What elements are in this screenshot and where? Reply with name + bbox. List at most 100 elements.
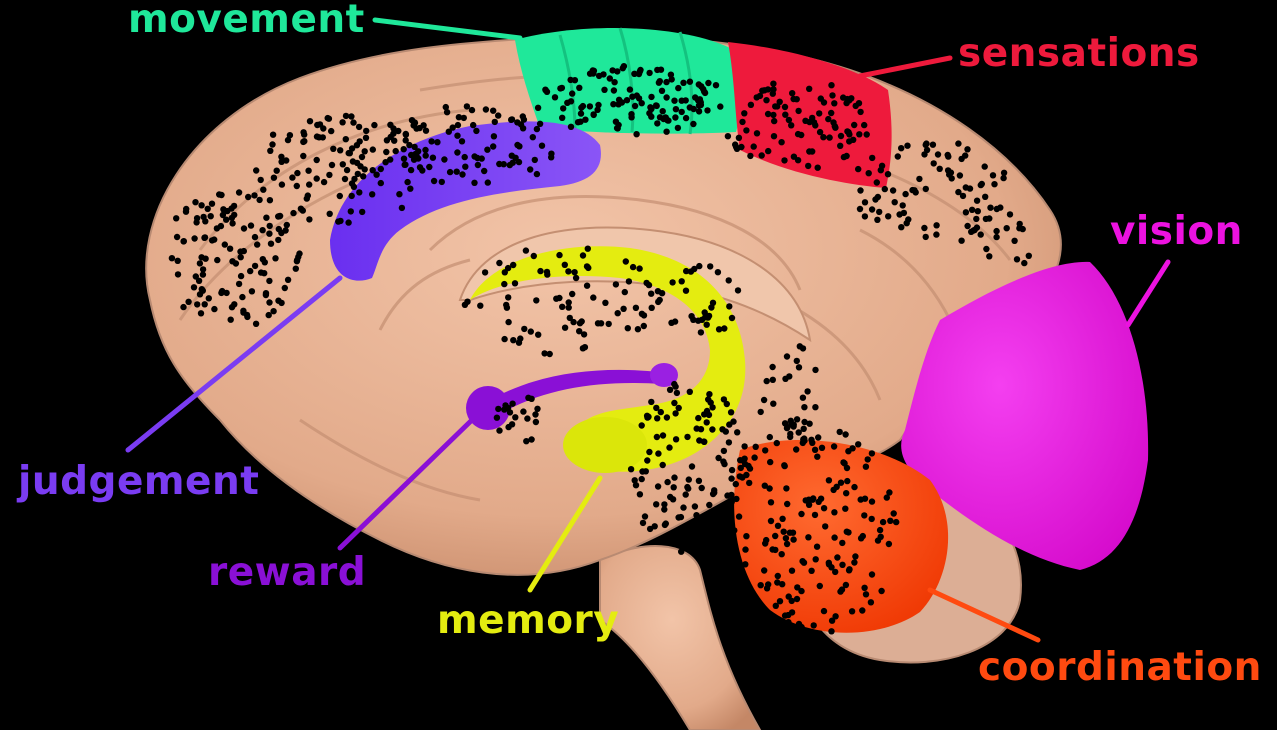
neuron-dot: [481, 168, 487, 174]
neuron-dot: [266, 299, 272, 305]
neuron-dot: [360, 173, 366, 179]
neuron-dot: [782, 104, 788, 110]
neuron-dot: [471, 180, 477, 186]
neuron-dot: [404, 179, 410, 185]
neuron-dot: [340, 161, 346, 167]
coordination-label: coordination: [978, 648, 1262, 687]
neuron-dot: [373, 172, 379, 178]
neuron-dot: [769, 546, 775, 552]
neuron-dot: [1001, 170, 1007, 176]
neuron-dot: [300, 207, 306, 213]
neuron-dot: [509, 421, 515, 427]
neuron-dot: [721, 325, 727, 331]
neuron-dot: [401, 146, 407, 152]
neuron-dot: [994, 206, 1000, 212]
neuron-dot: [208, 213, 214, 219]
neuron-dot: [267, 148, 273, 154]
neuron-dot: [748, 102, 754, 108]
neuron-dot: [294, 170, 300, 176]
neuron-dot: [606, 321, 612, 327]
neuron-dot: [169, 255, 175, 261]
neuron-dot: [902, 191, 908, 197]
neuron-dot: [258, 269, 264, 275]
neuron-dot: [755, 608, 761, 614]
neuron-dot: [743, 127, 749, 133]
neuron-dot: [869, 571, 875, 577]
neuron-dot: [271, 175, 277, 181]
neuron-dot: [662, 522, 668, 528]
neuron-dot: [174, 234, 180, 240]
neuron-dot: [362, 148, 368, 154]
neuron-dot: [325, 115, 331, 121]
neuron-dot: [831, 443, 837, 449]
neuron-dot: [403, 132, 409, 138]
neuron-dot: [491, 133, 497, 139]
neuron-dot: [474, 155, 480, 161]
neuron-dot: [887, 518, 893, 524]
neuron-dot: [767, 459, 773, 465]
neuron-dot: [701, 438, 707, 444]
neuron-dot: [417, 164, 423, 170]
neuron-dot: [769, 364, 775, 370]
neuron-dot: [399, 205, 405, 211]
neuron-dot: [704, 408, 710, 414]
neuron-dot: [800, 436, 806, 442]
neuron-dot: [559, 115, 565, 121]
neuron-dot: [667, 387, 673, 393]
neuron-dot: [734, 429, 740, 435]
neuron-dot: [636, 71, 642, 77]
neuron-dot: [462, 164, 468, 170]
neuron-dot: [680, 80, 686, 86]
neuron-dot: [812, 367, 818, 373]
neuron-dot: [342, 176, 348, 182]
neuron-dot: [253, 321, 259, 327]
neuron-dot: [837, 143, 843, 149]
neuron-dot: [796, 621, 802, 627]
neuron-dot: [570, 319, 576, 325]
neuron-dot: [403, 137, 409, 143]
neuron-dot: [684, 434, 690, 440]
neuron-dot: [758, 409, 764, 415]
neuron-dot: [296, 250, 302, 256]
neuron-dot: [655, 450, 661, 456]
neuron-dot: [857, 187, 863, 193]
neuron-dot: [935, 151, 941, 157]
neuron-dot: [627, 86, 633, 92]
neuron-dot: [826, 477, 832, 483]
neuron-dot: [512, 414, 518, 420]
neuron-dot: [510, 337, 516, 343]
neuron-dot: [289, 174, 295, 180]
neuron-dot: [993, 228, 999, 234]
neuron-dot: [396, 191, 402, 197]
neuron-dot: [455, 122, 461, 128]
neuron-dot: [955, 140, 961, 146]
neuron-dot: [198, 202, 204, 208]
neuron-dot: [641, 312, 647, 318]
neuron-dot: [454, 169, 460, 175]
neuron-dot: [669, 76, 675, 82]
neuron-dot: [459, 138, 465, 144]
memory-label: memory: [437, 601, 619, 640]
neuron-dot: [931, 160, 937, 166]
neuron-dot: [664, 414, 670, 420]
neuron-dot: [290, 210, 296, 216]
neuron-dot: [785, 619, 791, 625]
neuron-dot: [587, 103, 593, 109]
neuron-dot: [428, 138, 434, 144]
neuron-dot: [973, 216, 979, 222]
neuron-dot: [764, 378, 770, 384]
neuron-dot: [236, 281, 242, 287]
neuron-dot: [679, 109, 685, 115]
neuron-dot: [861, 122, 867, 128]
neuron-dot: [675, 514, 681, 520]
neuron-dot: [742, 561, 748, 567]
neuron-dot: [579, 318, 585, 324]
neuron-dot: [869, 206, 875, 212]
neuron-dot: [503, 302, 509, 308]
sensations-label: sensations: [958, 34, 1200, 73]
neuron-dot: [402, 162, 408, 168]
neuron-dot: [348, 208, 354, 214]
neuron-dot: [306, 216, 312, 222]
neuron-dot: [276, 226, 282, 232]
neuron-dot: [229, 304, 235, 310]
